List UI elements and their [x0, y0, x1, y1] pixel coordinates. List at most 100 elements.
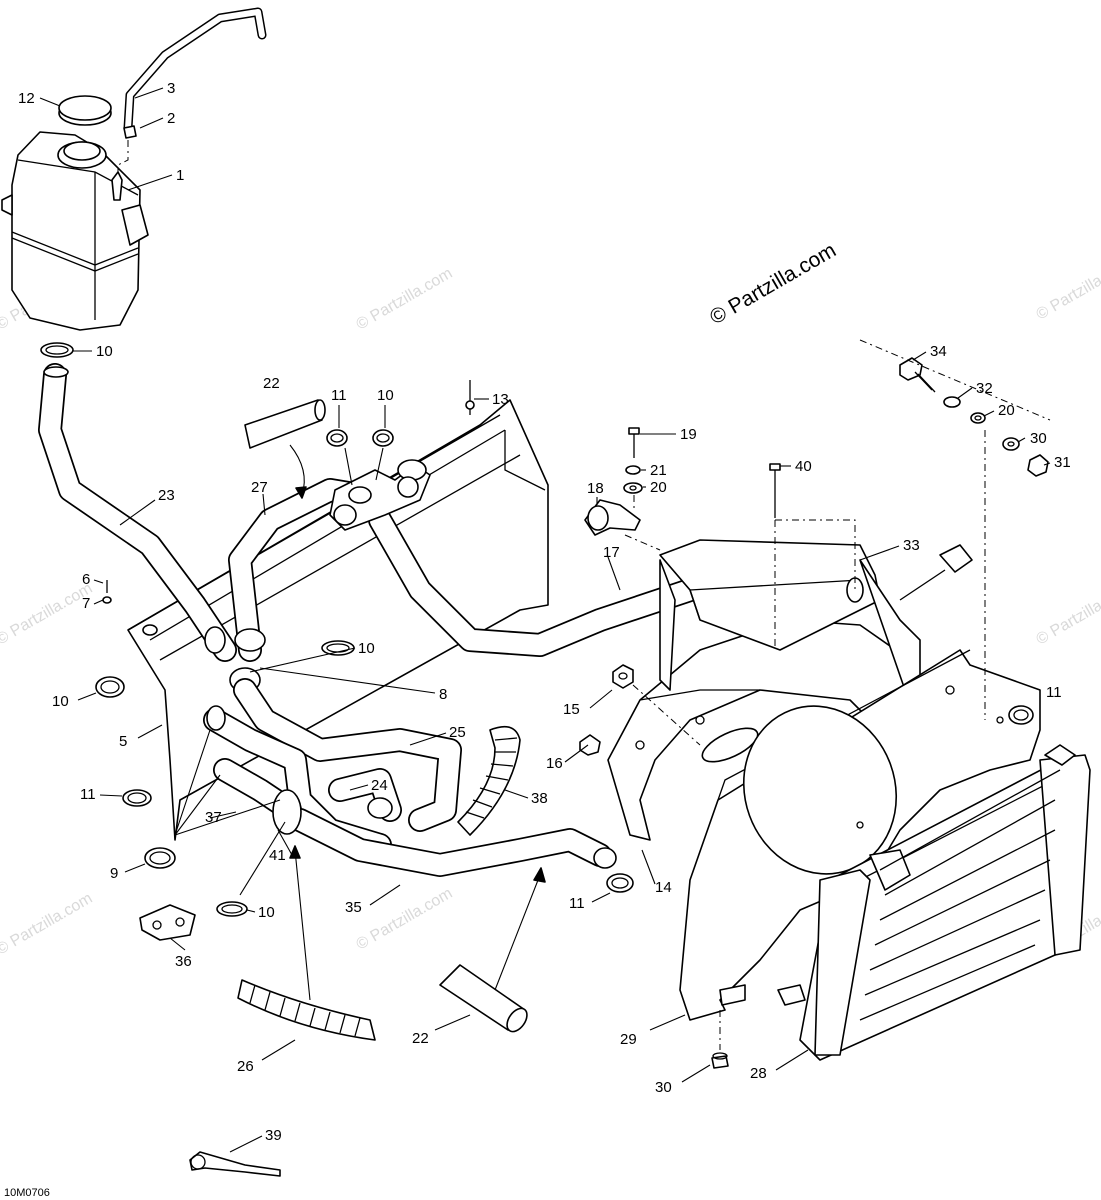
callout-21: 21 [650, 462, 667, 479]
leader-lines [39, 87, 1051, 1153]
callout-2: 2 [167, 110, 175, 127]
callout-6: 6 [82, 571, 90, 588]
radiator-side-panel [679, 649, 1041, 1021]
callout-29: 29 [620, 1031, 637, 1048]
small-clamp [123, 125, 137, 139]
assembly-line [117, 140, 129, 172]
callout-36: 36 [175, 953, 192, 970]
hose-clamp [1008, 705, 1034, 725]
callout-1: 1 [176, 167, 184, 184]
screw [102, 580, 112, 604]
mounting-bracket [139, 904, 196, 941]
callout-3: 3 [167, 80, 175, 97]
callout-8: 8 [439, 686, 447, 703]
hose-reservoir-outlet [38, 363, 237, 662]
rivet [465, 380, 475, 415]
callout-27: 27 [251, 479, 268, 496]
hose-clamp [606, 873, 634, 893]
assembly-line [632, 684, 701, 746]
hose-lower-bundle [203, 678, 617, 877]
callout-22: 22 [412, 1030, 429, 1047]
callout-10: 10 [377, 387, 394, 404]
callout-11: 11 [331, 387, 347, 404]
callout-15: 15 [563, 701, 580, 718]
callout-37: 37 [205, 809, 222, 826]
arrow-head [295, 486, 307, 499]
copyright-text: © Partzilla.com [706, 239, 840, 330]
nut [1027, 454, 1049, 477]
grommet [711, 1052, 729, 1069]
callout-26: 26 [237, 1058, 254, 1075]
reservoir-cap [58, 95, 112, 126]
callout-33: 33 [903, 537, 920, 554]
callout-11: 11 [569, 895, 585, 912]
hose-clamp [95, 676, 125, 698]
arrow-line [294, 849, 311, 1001]
callout-18: 18 [587, 480, 604, 497]
arrow-head [289, 845, 301, 859]
bolt [628, 427, 640, 458]
callout-23: 23 [158, 487, 175, 504]
hose-clamp [40, 342, 74, 358]
watermark: © Partzilla.com [1034, 255, 1101, 324]
grommet [1002, 437, 1020, 451]
bolt [769, 463, 781, 518]
sensor-connector [899, 544, 973, 601]
callout-17: 17 [603, 544, 620, 561]
callout-5: 5 [119, 733, 127, 750]
callout-20: 20 [998, 402, 1015, 419]
callout-39: 39 [265, 1127, 282, 1144]
washer [970, 412, 986, 424]
callout-20: 20 [650, 479, 667, 496]
callout-9: 9 [110, 865, 118, 882]
assembly-line [624, 534, 661, 551]
callout-11: 11 [80, 786, 96, 803]
callout-24: 24 [371, 777, 388, 794]
arrow-head [533, 867, 546, 883]
callout-30: 30 [655, 1079, 672, 1096]
callout-25: 25 [449, 724, 466, 741]
callout-31: 31 [1054, 454, 1071, 471]
callout-35: 35 [345, 899, 362, 916]
callout-13: 13 [492, 391, 509, 408]
assembly-line [859, 339, 1051, 421]
callout-10: 10 [258, 904, 275, 921]
callout-41: 41 [269, 847, 286, 864]
cable-tie [189, 1151, 281, 1177]
hose-clamp [321, 640, 355, 656]
watermark: © Partzilla.com [0, 580, 95, 649]
washer [623, 482, 643, 494]
callout-10: 10 [96, 343, 113, 360]
hose-clamp [216, 901, 248, 917]
arrow-line [494, 874, 541, 991]
washer [943, 396, 961, 408]
callout-labels: 12 3 2 1 10 22 11 10 13 23 27 19 18 21 2… [18, 80, 1071, 1144]
fastener-clip [579, 734, 601, 756]
thermostat-housing [329, 459, 431, 531]
watermark: © Partzilla.com [1034, 580, 1101, 649]
protective-sleeve [439, 964, 528, 1033]
callout-32: 32 [976, 380, 993, 397]
callout-40: 40 [795, 458, 812, 475]
hose-clamp [372, 429, 394, 447]
coolant-reservoir [1, 131, 149, 331]
callout-22: 22 [263, 375, 280, 392]
callout-38: 38 [531, 790, 548, 807]
callout-14: 14 [655, 879, 672, 896]
hose-clip [584, 499, 641, 536]
nut [612, 664, 634, 689]
protective-sleeve [244, 399, 326, 449]
hose-clamp [144, 847, 176, 869]
callout-28: 28 [750, 1065, 767, 1082]
corrugated-sleeve [457, 725, 521, 836]
shroud-bracket [659, 539, 921, 701]
figure-code: 10M0706 [4, 1187, 50, 1199]
hose-clamp [326, 429, 348, 447]
callout-16: 16 [546, 755, 563, 772]
callout-11: 11 [1046, 684, 1062, 701]
bolt [899, 357, 936, 393]
watermark: © Partzilla.com [0, 890, 95, 959]
callout-7: 7 [82, 595, 90, 612]
watermark: © Partzilla.com [354, 885, 456, 954]
